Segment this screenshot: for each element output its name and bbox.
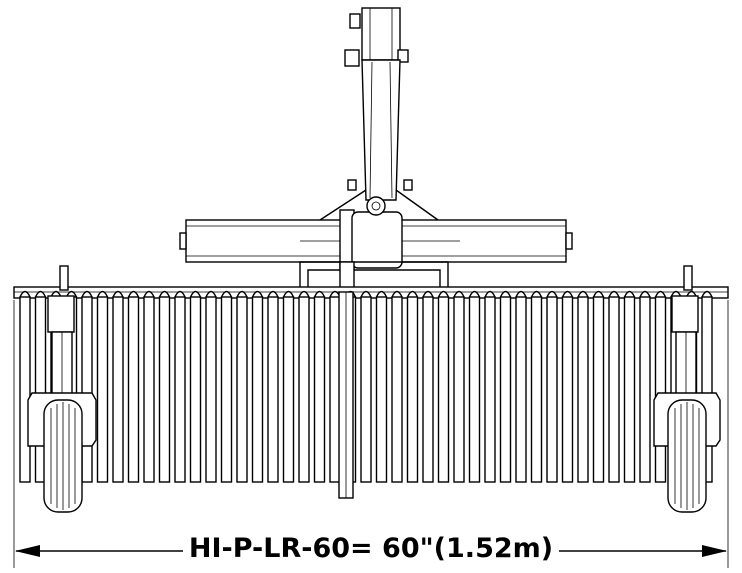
- tine: [561, 296, 574, 483]
- tine-cap: [391, 290, 403, 298]
- tine: [360, 296, 372, 483]
- tine: [406, 296, 419, 483]
- tine-cap: [298, 290, 310, 298]
- tine-cap: [654, 290, 667, 298]
- tine: [112, 296, 124, 483]
- tine-cap: [34, 290, 47, 298]
- tine: [174, 296, 186, 483]
- left-gauge-wheel: [27, 265, 97, 513]
- tine: [143, 296, 155, 483]
- tine-cap: [96, 290, 109, 298]
- tine-cap: [127, 290, 140, 298]
- tine: [701, 296, 713, 483]
- tine-cap: [267, 290, 279, 298]
- tine: [81, 296, 93, 483]
- tine: [313, 296, 326, 483]
- tine: [623, 296, 636, 483]
- tine-cap: [174, 290, 186, 298]
- tine-cap: [205, 290, 217, 298]
- tine: [608, 296, 620, 483]
- tine: [127, 296, 140, 483]
- tine: [19, 296, 31, 483]
- right-gauge-wheel: [653, 265, 721, 513]
- tine-cap: [701, 290, 713, 298]
- tine-cap: [577, 290, 589, 298]
- tine: [468, 296, 481, 483]
- tine: [189, 296, 202, 483]
- tine-cap: [236, 290, 248, 298]
- tine: [282, 296, 295, 483]
- tine: [267, 296, 279, 483]
- tine: [251, 296, 264, 483]
- tine: [654, 296, 667, 483]
- tine-cap: [422, 290, 434, 298]
- tine: [158, 296, 171, 483]
- tine-cap: [19, 290, 31, 298]
- left-arrowhead: [15, 545, 40, 557]
- tine-cap: [143, 290, 155, 298]
- tine-cap: [515, 290, 527, 298]
- tine-cap: [530, 290, 543, 298]
- tine-cap: [112, 290, 124, 298]
- tine-cap: [220, 290, 233, 298]
- tine-cap: [561, 290, 574, 298]
- hitch-mast: [319, 7, 439, 221]
- tine-cap: [468, 290, 481, 298]
- tine: [592, 296, 605, 483]
- tine: [515, 296, 527, 483]
- tine-cap: [592, 290, 605, 298]
- tine-cap: [375, 290, 388, 298]
- tine: [205, 296, 217, 483]
- tine-cap: [639, 290, 651, 298]
- rake-tines: [19, 290, 713, 483]
- cross-bar: [179, 196, 573, 271]
- tine: [546, 296, 558, 483]
- tine: [577, 296, 589, 483]
- tine-cap: [282, 290, 295, 298]
- tine: [220, 296, 233, 483]
- tine-cap: [437, 290, 450, 298]
- tine-cap: [81, 290, 93, 298]
- tine-cap: [499, 290, 512, 298]
- tine-cap: [251, 290, 264, 298]
- tine-cap: [484, 290, 496, 298]
- center-support: [299, 261, 449, 293]
- tine: [530, 296, 543, 483]
- tine: [453, 296, 465, 483]
- tine-cap: [623, 290, 636, 298]
- tine-cap: [360, 290, 372, 298]
- tine: [499, 296, 512, 483]
- center-depth-pin: [338, 291, 354, 499]
- tine-cap: [189, 290, 202, 298]
- tine: [639, 296, 651, 483]
- tine-cap: [406, 290, 419, 298]
- tine: [375, 296, 388, 483]
- tine-cap: [608, 290, 620, 298]
- tine-cap: [453, 290, 465, 298]
- tine-cap: [546, 290, 558, 298]
- tine: [391, 296, 403, 483]
- tine-cap: [313, 290, 326, 298]
- tine: [298, 296, 310, 483]
- right-arrowhead: [702, 545, 727, 557]
- tine: [236, 296, 248, 483]
- tine: [484, 296, 496, 483]
- tine: [34, 296, 47, 483]
- tine-cap: [158, 290, 171, 298]
- tine: [96, 296, 109, 483]
- tine: [437, 296, 450, 483]
- tine: [422, 296, 434, 483]
